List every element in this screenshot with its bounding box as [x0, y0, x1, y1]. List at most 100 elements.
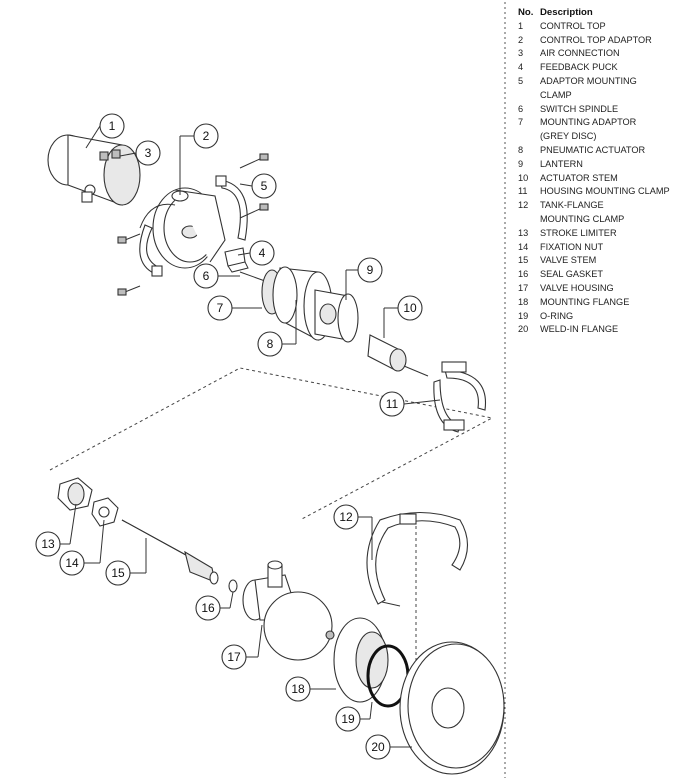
legend-item-desc: MOUNTING FLANGE: [540, 296, 630, 307]
actuator-stem-part: [367, 334, 429, 377]
legend-item-desc: FIXATION NUT: [540, 241, 604, 252]
screws: [117, 153, 269, 296]
legend-item-desc: STROKE LIMITER: [540, 227, 617, 238]
legend-item-desc-continued: MOUNTING CLAMP: [540, 213, 625, 224]
legend-item-desc: LANTERN: [540, 158, 583, 169]
callout-20: 20: [365, 734, 391, 760]
svg-text:17: 17: [227, 650, 241, 664]
legend-row: 20 WELD-IN FLANGE: [518, 323, 696, 337]
svg-text:5: 5: [261, 179, 268, 193]
callout-14: 14: [59, 550, 85, 576]
callout-17: 17: [221, 644, 247, 670]
callout-11: 11: [379, 391, 405, 417]
svg-text:9: 9: [367, 263, 374, 277]
valve-housing-part: [242, 560, 335, 661]
svg-text:20: 20: [371, 740, 385, 754]
feedback-puck-part: [224, 247, 249, 273]
control-top-part: [47, 134, 141, 206]
legend-row: 11 HOUSING MOUNTING CLAMP: [518, 185, 696, 199]
svg-text:8: 8: [267, 337, 274, 351]
legend-item-no: 4: [518, 62, 524, 73]
legend-row: 8 PNEUMATIC ACTUATOR: [518, 144, 696, 158]
legend-item-desc: SWITCH SPINDLE: [540, 103, 619, 114]
legend-item-desc: ACTUATOR STEM: [540, 172, 618, 183]
callout-16: 16: [195, 595, 221, 621]
legend-item-no: 6: [518, 103, 524, 114]
legend-row: 6 SWITCH SPINDLE: [518, 103, 696, 117]
legend-header-no: No.: [518, 7, 534, 18]
legend-item-no: 16: [518, 269, 529, 280]
callout-10: 10: [397, 295, 423, 321]
legend-item-desc: CONTROL TOP: [540, 20, 606, 31]
seal-gasket-part: [228, 579, 238, 593]
legend-item-no-spacer: [518, 130, 540, 144]
svg-text:18: 18: [291, 682, 305, 696]
legend-row: 10 ACTUATOR STEM: [518, 172, 696, 186]
legend-header-desc: Description: [540, 7, 593, 18]
legend-row-continued: CLAMP: [518, 89, 696, 103]
svg-text:1: 1: [109, 119, 116, 133]
legend-item-no: 15: [518, 255, 529, 266]
legend-item-no: 1: [518, 20, 524, 31]
legend-item-desc: PNEUMATIC ACTUATOR: [540, 144, 646, 155]
callout-15: 15: [105, 560, 131, 586]
callout-13: 13: [35, 531, 61, 557]
tank-flange-clamp-part: [366, 511, 469, 607]
legend-item-no: 11: [518, 186, 528, 197]
legend-item-desc: HOUSING MOUNTING CLAMP: [540, 186, 670, 197]
legend-item-no: 5: [518, 75, 524, 86]
legend-item-no: 18: [518, 296, 529, 307]
mounting-flange-part: [333, 617, 389, 703]
fixation-nut-part: [91, 497, 119, 527]
legend-row: 5 ADAPTOR MOUNTING: [518, 75, 696, 89]
svg-text:2: 2: [203, 129, 210, 143]
valve-stem-part: [121, 519, 219, 585]
svg-text:11: 11: [386, 397, 399, 411]
legend-header: No. Description: [518, 6, 696, 20]
legend-item-desc: TANK-FLANGE: [540, 200, 604, 211]
legend-item-no: 7: [518, 117, 524, 128]
weld-in-flange-part: [399, 641, 505, 775]
legend-row: 18 MOUNTING FLANGE: [518, 296, 696, 310]
legend-item-no-spacer: [518, 213, 540, 227]
legend-item-desc: AIR CONNECTION: [540, 48, 620, 59]
svg-text:15: 15: [111, 566, 125, 580]
assembly-dashed-link: [49, 367, 494, 521]
legend-item-no: 20: [518, 324, 529, 335]
legend-item-desc-continued: (GREY DISC): [540, 131, 597, 142]
callout-12: 12: [333, 504, 359, 530]
svg-text:6: 6: [203, 269, 210, 283]
legend-item-no: 2: [518, 34, 524, 45]
legend-item-no: 8: [518, 144, 524, 155]
lantern-part: [314, 289, 359, 343]
callout-4: 4: [249, 240, 275, 266]
legend-item-desc: ADAPTOR MOUNTING: [540, 75, 637, 86]
legend-item-no: 19: [518, 310, 529, 321]
legend-item-no-spacer: [518, 89, 540, 103]
legend-item-desc: WELD-IN FLANGE: [540, 324, 619, 335]
svg-text:3: 3: [145, 146, 152, 160]
legend-item-no: 10: [518, 172, 529, 183]
callout-6: 6: [193, 263, 219, 289]
legend-row: 1 CONTROL TOP: [518, 20, 696, 34]
svg-text:13: 13: [41, 537, 55, 551]
legend-item-desc-continued: CLAMP: [540, 89, 572, 100]
callout-2: 2: [193, 123, 219, 149]
svg-text:12: 12: [339, 510, 353, 524]
legend-item-desc: SEAL GASKET: [540, 269, 603, 280]
legend-row-continued: (GREY DISC): [518, 130, 696, 144]
callout-3: 3: [135, 140, 161, 166]
